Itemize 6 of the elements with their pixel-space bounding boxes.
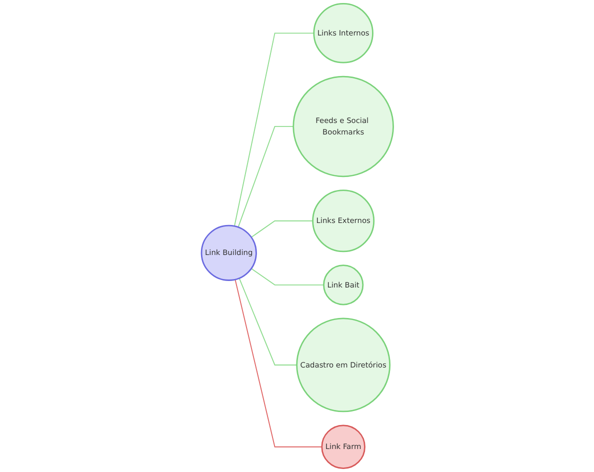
connector — [250, 268, 324, 286]
connector — [234, 279, 322, 448]
connector — [250, 220, 313, 238]
connector — [238, 278, 297, 366]
connector — [237, 126, 294, 228]
connector — [234, 32, 314, 227]
